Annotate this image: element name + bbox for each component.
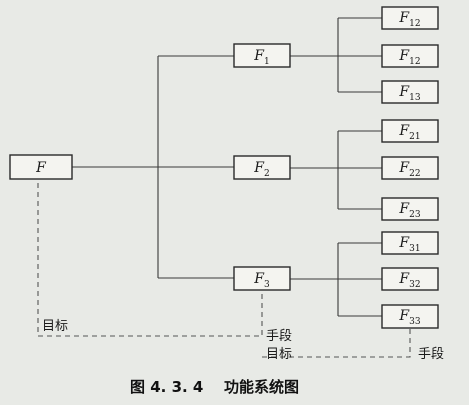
svg-text:F: F [35,160,47,176]
node-f12-b: F12 [381,44,439,68]
annotation-means-2: 手段 [418,347,444,362]
node-f2: F2 [233,155,291,180]
figure-title: 功能系统图 [224,378,299,396]
svg-text:F33: F33 [398,308,420,327]
figure-number: 图 4. 3. 4 [130,378,203,396]
svg-text:F12: F12 [398,48,420,67]
connectors-f3 [290,242,382,317]
node-f3: F3 [233,266,291,291]
svg-text:F23: F23 [398,201,420,220]
node-f22: F22 [381,156,439,180]
node-root: F [9,154,73,180]
connectors-f2 [290,130,382,210]
node-f33: F33 [381,304,439,329]
connectors-root [72,55,234,279]
svg-text:F3: F3 [253,271,270,290]
connectors-f1 [290,17,382,93]
svg-text:F2: F2 [253,160,269,179]
node-f12-a: F12 [381,6,439,30]
annotation-goal-2: 目标 [266,347,292,362]
svg-text:F1: F1 [253,48,269,67]
node-f32: F32 [381,267,439,291]
svg-text:F21: F21 [398,123,420,142]
annotation-means-1: 手段 [266,329,292,344]
node-f1: F1 [233,43,291,68]
node-f31: F31 [381,231,439,255]
node-f23: F23 [381,197,439,221]
node-f13: F13 [381,80,439,104]
svg-text:F12: F12 [398,10,420,29]
svg-text:F13: F13 [398,84,420,103]
svg-text:F22: F22 [398,160,420,179]
annotation-goal-1: 目标 [42,319,68,334]
node-f21: F21 [381,119,439,143]
svg-text:F32: F32 [398,271,420,290]
svg-text:F31: F31 [398,235,420,254]
goal-means-brackets [37,183,411,358]
